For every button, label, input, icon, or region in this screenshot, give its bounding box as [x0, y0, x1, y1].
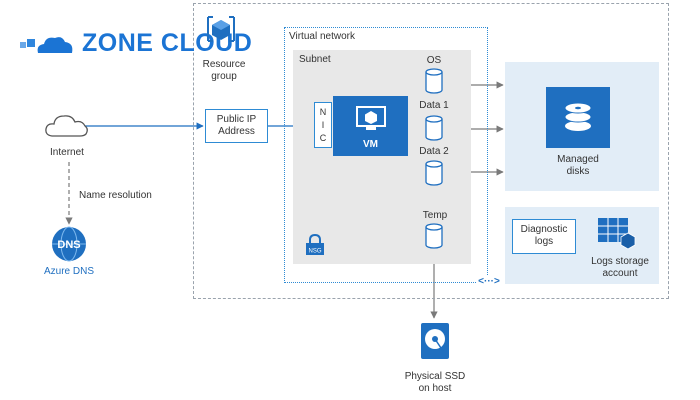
managed-disks-icon: [546, 87, 610, 148]
diagnostic-logs-label: Diagnostic logs: [520, 224, 568, 247]
vm-box: VM: [333, 96, 408, 156]
temp-disk-label: Temp: [422, 210, 448, 221]
os-disk-icon: [425, 68, 443, 94]
public-ip-label: Public IP Address: [216, 114, 257, 137]
nsg-lock-icon: NSG: [306, 234, 324, 255]
virtual-network-label: Virtual network: [289, 31, 355, 42]
vm-monitor-icon: [356, 106, 386, 130]
data2-disk-label: Data 2: [419, 146, 449, 157]
name-resolution-label: Name resolution: [79, 190, 152, 201]
internet-cloud-icon: [45, 115, 88, 137]
logs-storage-icon: [598, 218, 636, 250]
data1-disk-label: Data 1: [419, 100, 449, 111]
nsg-label: NSG: [308, 249, 321, 255]
virtual-network-boundary: [284, 27, 488, 283]
diagnostic-logs-box: Diagnostic logs: [512, 219, 576, 254]
vm-label: VM: [363, 139, 378, 150]
resource-group-label: Resource group: [202, 59, 246, 82]
azure-dns-icon: DNS: [52, 226, 86, 262]
nic-label: N I C: [319, 107, 327, 143]
disk-stack-icon: [564, 102, 592, 131]
vnet-peering-icon: <···>: [476, 276, 502, 288]
os-disk-label: OS: [426, 55, 442, 66]
managed-disks-label: Managed disks: [557, 154, 599, 177]
physical-ssd-label: Physical SSD on host: [404, 371, 466, 394]
internet-label: Internet: [50, 147, 84, 158]
cloud-logo-icon: [20, 37, 73, 53]
resource-group-icon: [207, 16, 235, 42]
data2-disk-icon: [425, 160, 443, 186]
azure-dns-label: Azure DNS: [43, 266, 94, 277]
nic-box: N I C: [314, 102, 332, 148]
subnet-label: Subnet: [299, 54, 331, 65]
dns-icon-text: DNS: [57, 239, 80, 251]
resource-group-boundary: [193, 3, 669, 299]
physical-ssd-icon: [421, 323, 449, 359]
logs-storage-label: Logs storage account: [591, 256, 649, 279]
public-ip-box: Public IP Address: [205, 109, 268, 143]
data1-disk-icon: [425, 115, 443, 141]
temp-disk-icon: [425, 223, 443, 249]
